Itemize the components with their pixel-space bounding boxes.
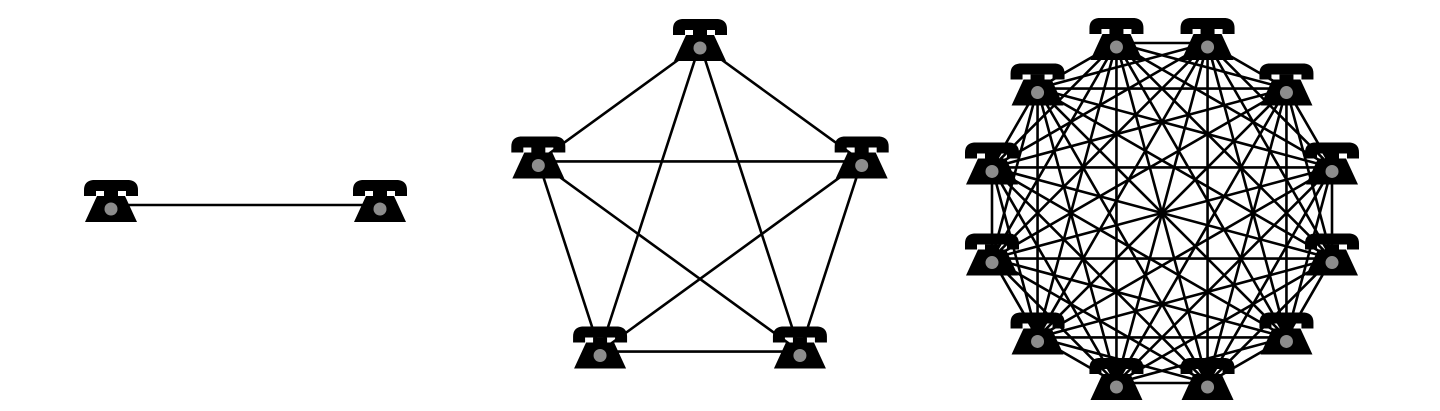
connection-line: [990, 87, 1039, 260]
connection-line: [1036, 166, 1334, 339]
connection-line: [990, 257, 1288, 339]
connection-line: [1036, 41, 1118, 339]
connection-line: [1115, 41, 1334, 260]
connection-line: [990, 87, 1288, 260]
connection-line: [698, 42, 863, 163]
connection-line: [1036, 87, 1334, 260]
connection-line: [1036, 87, 1118, 385]
telephone-icon: [1089, 17, 1144, 60]
connection-line: [537, 160, 802, 353]
connection-line: [598, 160, 863, 353]
connection-line: [1115, 41, 1334, 169]
telephone-icon: [511, 136, 566, 179]
connection-line: [698, 42, 802, 353]
telephone-icon: [573, 326, 628, 369]
telephone-icon: [353, 180, 407, 222]
connection-line: [598, 42, 702, 353]
telephone-icon: [673, 19, 727, 61]
connection-line: [1036, 87, 1334, 169]
connection-line: [1115, 87, 1288, 385]
connection-line: [990, 166, 1288, 339]
connection-line: [537, 42, 702, 163]
five-phone-network: [537, 42, 863, 353]
connection-line: [1036, 41, 1209, 339]
telephone-icon: [84, 180, 138, 222]
twelve-phone-network: [990, 41, 1334, 385]
telephone-icon: [1180, 17, 1235, 60]
connection-line: [1115, 41, 1288, 90]
telephone-icon: [772, 326, 827, 369]
connection-line: [1115, 41, 1288, 339]
connection-line: [990, 41, 1118, 260]
connection-lines: [109, 41, 1334, 385]
connection-line: [798, 160, 863, 353]
connection-line: [990, 166, 1039, 339]
connection-line: [990, 166, 1209, 385]
connection-line: [537, 160, 602, 353]
connection-line: [1115, 41, 1209, 385]
telephone-icon: [834, 136, 889, 179]
connection-line: [1036, 87, 1209, 385]
